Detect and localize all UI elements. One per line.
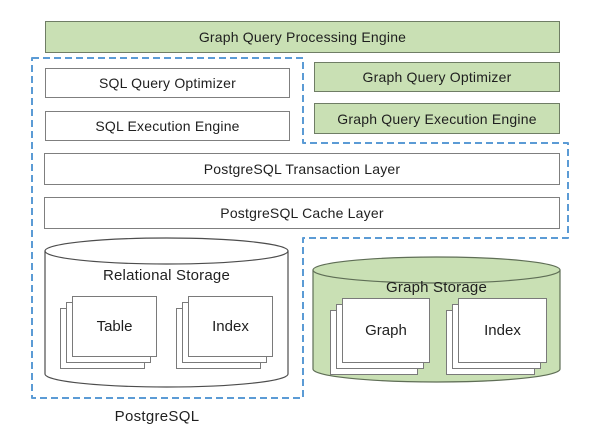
postgresql-transaction-layer-box: PostgreSQL Transaction Layer: [44, 153, 560, 185]
graph-query-execution-engine-box: Graph Query Execution Engine: [314, 103, 560, 134]
table-stack-icon: Table: [60, 296, 157, 370]
postgresql-dashed-boundary: [31, 57, 569, 399]
graph-index-label: Index: [458, 298, 547, 363]
relational-storage-label: Relational Storage: [102, 267, 230, 284]
postgresql-caption: PostgreSQL: [114, 408, 200, 425]
graph-storage-cylinder-top: [312, 256, 561, 284]
table-label: Table: [72, 296, 157, 357]
relational-index-stack-icon: Index: [176, 296, 273, 370]
relational-index-label: Index: [188, 296, 273, 357]
sql-query-optimizer-box: SQL Query Optimizer: [45, 68, 290, 98]
postgresql-cache-layer-box: PostgreSQL Cache Layer: [44, 197, 560, 229]
graph-label: Graph: [342, 298, 430, 363]
relational-storage-cylinder-top: [44, 237, 289, 265]
graph-query-optimizer-box: Graph Query Optimizer: [314, 62, 560, 92]
graph-index-stack-icon: Index: [446, 298, 547, 377]
sql-execution-engine-box: SQL Execution Engine: [45, 111, 290, 141]
graph-query-processing-engine-box: Graph Query Processing Engine: [45, 21, 560, 53]
graph-stack-icon: Graph: [330, 298, 430, 377]
graph-storage-label: Graph Storage: [386, 279, 487, 296]
